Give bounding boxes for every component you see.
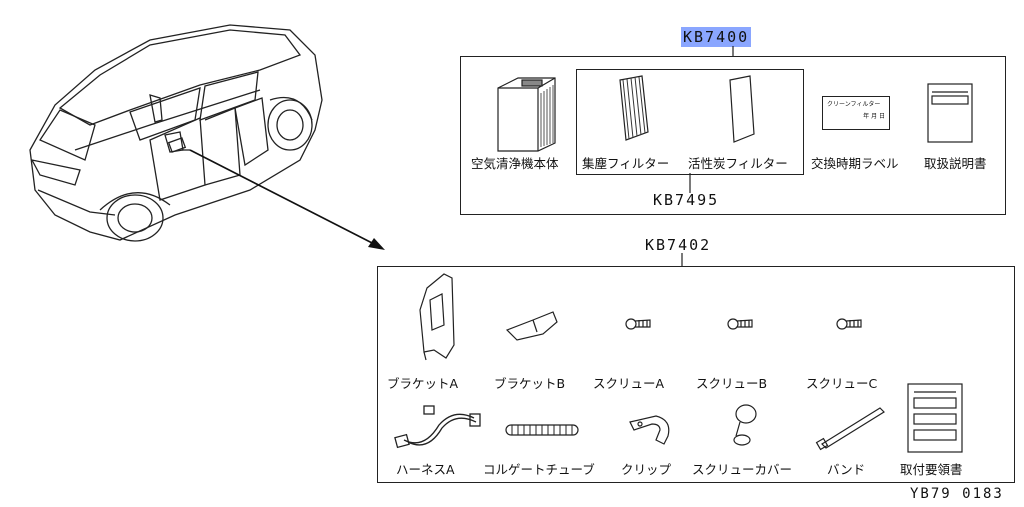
- screw-b-label: スクリューB: [696, 376, 768, 391]
- instruction-manual-label: 取扱説明書: [924, 156, 987, 171]
- clip-drawing: [629, 415, 670, 445]
- installation-guide-drawing: [907, 383, 963, 453]
- main-part-code-highlight: KB7400: [681, 27, 752, 47]
- screw-cover-label: スクリューカバー: [692, 462, 793, 477]
- main-kit-box: [460, 56, 1006, 215]
- replacement-label-drawing: クリーンフィルター 年 月 日: [822, 96, 890, 130]
- bracket-b-label: ブラケットB: [494, 376, 566, 391]
- screw-c-drawing: [836, 318, 862, 330]
- installation-guide-label: 取付要領書: [900, 462, 963, 477]
- reference-code: YB79 0183: [910, 486, 1004, 502]
- replacement-label-text-1: クリーンフィルター: [827, 101, 881, 108]
- screw-c-label: スクリューC: [806, 376, 878, 391]
- main-code-leader: [732, 46, 734, 56]
- corrugated-tube-drawing: [505, 424, 579, 436]
- replacement-label-text-2: 年 月 日: [863, 113, 885, 120]
- harness-a-label: ハーネスA: [396, 462, 455, 477]
- air-purifier-unit-label: 空気清浄機本体: [471, 156, 559, 171]
- dust-filter-drawing: [619, 75, 649, 141]
- bracket-a-drawing: [419, 273, 455, 361]
- band-label: バンド: [827, 462, 866, 477]
- clip-label: クリップ: [621, 462, 672, 477]
- instruction-manual-drawing: [927, 83, 973, 143]
- bracket-b-drawing: [505, 311, 558, 341]
- filter-set-code: KB7495: [653, 191, 720, 209]
- carbon-filter-label: 活性炭フィルター: [688, 156, 788, 171]
- screw-a-drawing: [625, 318, 651, 330]
- screw-cover-drawing: [733, 404, 757, 446]
- main-part-code: KB7400: [681, 27, 752, 47]
- bracket-a-label: ブラケットA: [387, 376, 459, 391]
- filter-code-leader: [689, 173, 691, 193]
- install-kit-code-leader: [681, 253, 683, 267]
- screw-a-label: スクリューA: [593, 376, 665, 391]
- corrugated-tube-label: コルゲートチューブ: [483, 462, 595, 477]
- harness-a-drawing: [394, 405, 481, 449]
- air-purifier-unit-drawing: [497, 77, 556, 152]
- band-drawing: [815, 407, 885, 451]
- replacement-label-label: 交換時期ラベル: [811, 156, 899, 171]
- install-kit-code: KB7402: [645, 236, 712, 254]
- screw-b-drawing: [727, 318, 753, 330]
- install-kit-box: [377, 266, 1015, 483]
- carbon-filter-drawing: [729, 75, 755, 143]
- dust-filter-label: 集塵フィルター: [582, 156, 670, 171]
